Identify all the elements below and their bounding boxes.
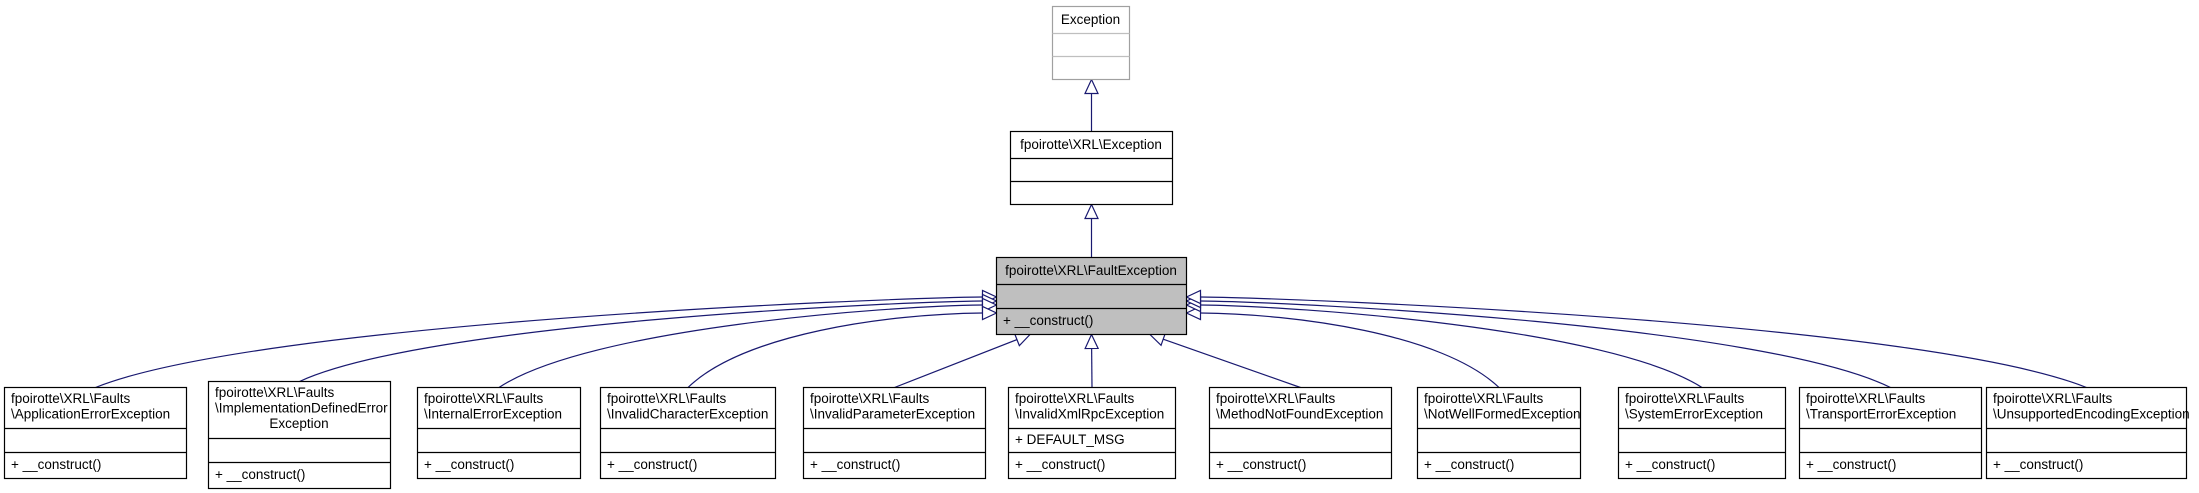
class-fault-child-5-title-line: \InvalidXmlRpcException [1015,407,1164,422]
class-fault-child-1-title-line: \ImplementationDefinedError [215,401,388,416]
class-fault-exception[interactable]: fpoirotte\XRL\FaultException + __construc… [995,256,1188,336]
inheritance-edges [95,78,2087,389]
class-fault-child-8-operation: + __construct() [1625,457,1715,472]
edge-fault-child-7 [1200,312,1500,388]
class-fault-child-5[interactable]: fpoirotte\XRL\Faults\InvalidXmlRpcExcept… [1007,386,1177,480]
class-fault-child-4-title-line: fpoirotte\XRL\Faults [810,391,930,406]
class-fault-child-4-box [802,386,987,480]
edge-xrl-exception-to-exception-arrowhead [1084,78,1099,95]
class-fault-child-8-title-line: \SystemErrorException [1625,407,1763,422]
class-fault-child-5-operation: + __construct() [1015,457,1105,472]
edge-fault-child-8 [1200,304,1703,389]
edge-fault-child-6 [1163,338,1301,389]
class-fault-child-10-title-line: fpoirotte\XRL\Faults [1993,391,2113,406]
class-fault-child-3-title-line: \InvalidCharacterException [607,407,768,422]
class-fault-child-10-box [1985,386,2188,480]
class-fault-child-4-operation: + __construct() [810,457,900,472]
edge-fault-child-2 [498,304,983,389]
class-fault-child-1-title-line: fpoirotte\XRL\Faults [215,385,335,400]
class-exception-box [1051,5,1131,81]
class-exception-title-line: Exception [1061,12,1120,27]
class-fault-child-10-title-line: \UnsupportedEncodingException [1993,407,2190,422]
class-xrl-exception-title-line: fpoirotte\XRL\Exception [1020,137,1162,152]
class-fault-child-1-operation: + __construct() [215,467,305,482]
class-fault-child-3-title-line: fpoirotte\XRL\Faults [607,391,727,406]
class-fault-child-7-title-line: fpoirotte\XRL\Faults [1424,391,1544,406]
class-fault-child-3-box [599,386,777,480]
class-fault-child-9[interactable]: fpoirotte\XRL\Faults\TransportErrorExcep… [1798,386,1983,480]
class-fault-child-3[interactable]: fpoirotte\XRL\Faults\InvalidCharacterExc… [599,386,777,480]
edge-fault-child-3 [687,312,983,388]
class-exception[interactable]: Exception [1051,5,1131,81]
class-fault-child-9-operation: + __construct() [1806,457,1896,472]
class-fault-child-8-box [1617,386,1787,480]
class-fault-child-9-box [1798,386,1983,480]
class-fault-child-6-title-line: fpoirotte\XRL\Faults [1216,391,1336,406]
class-fault-child-7-box [1416,386,1582,480]
class-fault-child-5-box [1007,386,1177,480]
class-xrl-exception[interactable]: fpoirotte\XRL\Exception [1009,130,1174,206]
class-fault-child-2-box [416,386,582,480]
class-fault-child-2-title-line: fpoirotte\XRL\Faults [424,391,544,406]
class-fault-child-0-title-line: fpoirotte\XRL\Faults [11,391,131,406]
class-fault-child-5-attribute: + DEFAULT_MSG [1015,432,1125,447]
class-fault-child-3-operation: + __construct() [607,457,697,472]
class-fault-child-7-title-line: \NotWellFormedException [1424,407,1581,422]
class-fault-child-0-operation: + __construct() [11,457,101,472]
class-fault-child-6[interactable]: fpoirotte\XRL\Faults\MethodNotFoundExcep… [1208,386,1393,480]
edge-fault-child-9 [1200,300,1891,389]
class-fault-child-7-operation: + __construct() [1424,457,1514,472]
class-fault-child-10-operation: + __construct() [1993,457,2083,472]
class-fault-child-5-title-line: fpoirotte\XRL\Faults [1015,391,1135,406]
class-fault-child-4-title-line: \InvalidParameterException [810,407,975,422]
edge-fault-exception-to-xrl-exception-arrowhead [1084,203,1099,220]
edge-fault-child-5-arrowhead [1084,333,1100,350]
class-fault-child-2-title-line: \InternalErrorException [424,407,562,422]
class-nodes: Exception fpoirotte\XRL\Exception fpoirott… [3,5,2190,490]
class-fault-child-10[interactable]: fpoirotte\XRL\Faults\UnsupportedEncoding… [1985,386,2190,480]
class-fault-child-2[interactable]: fpoirotte\XRL\Faults\InternalErrorExcept… [416,386,582,480]
class-fault-child-1[interactable]: fpoirotte\XRL\Faults\ImplementationDefin… [207,380,392,490]
class-fault-child-0-title-line: \ApplicationErrorException [11,407,170,422]
class-fault-child-9-title-line: fpoirotte\XRL\Faults [1806,391,1926,406]
edge-fault-child-0 [95,296,983,389]
class-fault-child-1-box [207,380,392,490]
class-fault-child-7[interactable]: fpoirotte\XRL\Faults\NotWellFormedExcept… [1416,386,1582,480]
class-fault-child-1-title-line: Exception [269,416,328,431]
edge-fault-child-4 [894,339,1018,389]
class-fault-child-0[interactable]: fpoirotte\XRL\Faults\ApplicationErrorExc… [3,386,188,480]
class-xrl-exception-box [1009,130,1174,206]
class-fault-exception-title-line: fpoirotte\XRL\FaultException [1005,263,1177,278]
class-fault-child-9-title-line: \TransportErrorException [1806,407,1956,422]
class-fault-child-8[interactable]: fpoirotte\XRL\Faults\SystemErrorExceptio… [1617,386,1787,480]
class-fault-exception-operation: + __construct() [1003,313,1093,328]
class-fault-child-6-operation: + __construct() [1216,457,1306,472]
class-fault-child-2-operation: + __construct() [424,457,514,472]
class-fault-child-6-title-line: \MethodNotFoundException [1216,407,1383,422]
edge-fault-child-10 [1200,296,2087,389]
class-fault-child-8-title-line: fpoirotte\XRL\Faults [1625,391,1745,406]
class-fault-exception-box [995,256,1188,336]
edge-fault-child-1 [299,300,983,383]
class-fault-child-4[interactable]: fpoirotte\XRL\Faults\InvalidParameterExc… [802,386,987,480]
class-fault-child-0-box [3,386,188,480]
class-fault-child-6-box [1208,386,1393,480]
